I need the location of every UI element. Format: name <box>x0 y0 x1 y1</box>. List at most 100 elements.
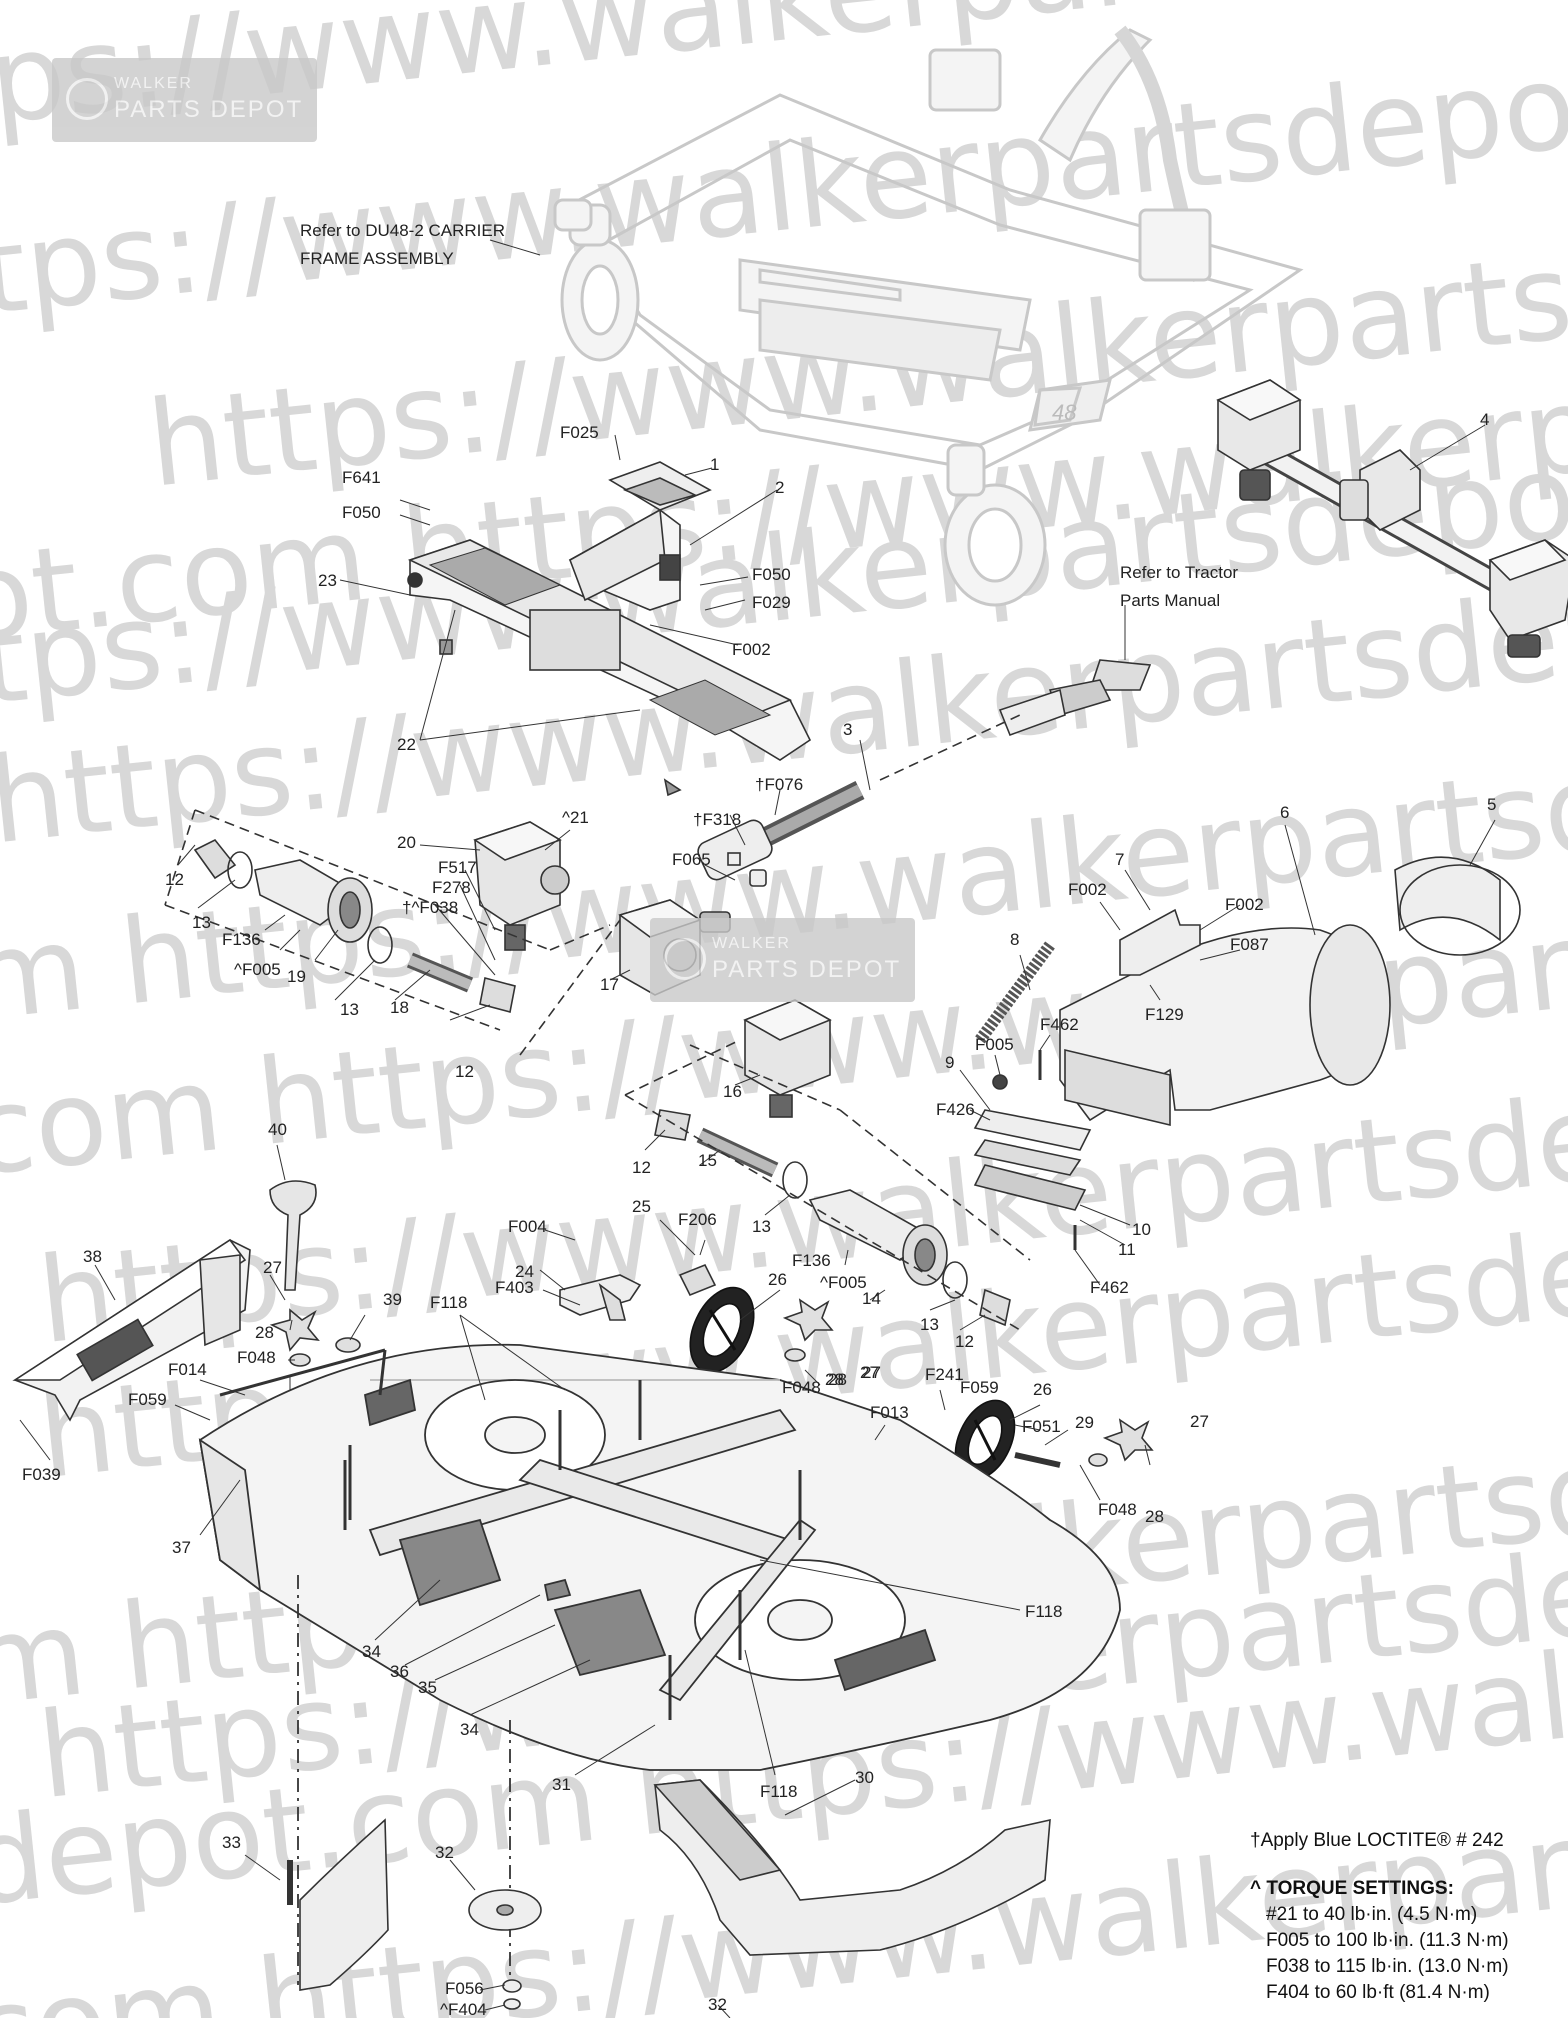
part-label: 25 <box>632 1197 651 1216</box>
walker-badge-icon <box>664 938 706 980</box>
tractor-manual-reference-line: Refer to Tractor <box>1120 563 1238 582</box>
part-label: 12 <box>165 870 184 889</box>
part-label: 34 <box>362 1642 381 1661</box>
part-label: 28 <box>1145 1507 1164 1526</box>
chute-bracket-7 <box>975 908 1201 1044</box>
logo-text-line2: PARTS DEPOT <box>114 96 304 123</box>
part-label: 9 <box>945 1053 954 1072</box>
part-label: 6 <box>1280 803 1289 822</box>
part-label: 8 <box>1010 930 1019 949</box>
part-label: ^21 <box>562 808 589 827</box>
cone-32 <box>468 1889 542 2010</box>
torque-setting-row: F404 to 60 lb·ft (81.4 N·m) <box>1266 1982 1490 2003</box>
part-label: F002 <box>1068 880 1107 899</box>
part-label: 16 <box>723 1082 742 1101</box>
logo-text-line2: PARTS DEPOT <box>712 956 902 983</box>
wheel-26-rear <box>954 1399 1016 1481</box>
gearbox-assembly-4 <box>1216 379 1568 658</box>
wheel-26-front <box>689 1286 755 1374</box>
part-label: F118 <box>430 1293 468 1312</box>
mower-deck <box>198 1343 1121 1985</box>
t-knob-40 <box>269 1180 317 1291</box>
reference-notes: Refer to DU48-2 CARRIER FRAME ASSEMBLY R… <box>300 221 1238 610</box>
part-label: F118 <box>760 1782 798 1801</box>
part-label: 29 <box>1075 1413 1094 1432</box>
part-label: F641 <box>342 468 381 487</box>
part-label: F462 <box>1040 1015 1079 1034</box>
part-label: F048 <box>1098 1500 1137 1519</box>
torque-setting-row: #21 to 40 lb·in. (4.5 N·m) <box>1266 1904 1478 1925</box>
right-spindle-tube <box>624 1039 1031 1331</box>
part-label: 40 <box>268 1120 287 1139</box>
part-label: 3 <box>843 720 852 739</box>
part-label: 36 <box>390 1662 409 1681</box>
part-label: 27 <box>862 1363 881 1382</box>
side-skirt-30 <box>653 1779 1051 1956</box>
part-label: 35 <box>418 1678 437 1697</box>
part-label: 32 <box>435 1843 454 1862</box>
gearbox-20 <box>473 821 570 951</box>
logo-text-line1: WALKER <box>712 935 791 952</box>
deflector-38 <box>12 1238 251 1422</box>
loctite-note: †Apply Blue LOCTITE® # 242 <box>1250 1830 1504 1851</box>
part-label: 28 <box>255 1323 274 1342</box>
part-label: F002 <box>1225 895 1264 914</box>
part-label: F059 <box>960 1378 999 1397</box>
logo-text-line1: WALKER <box>114 75 193 92</box>
part-label: 28 <box>828 1370 847 1389</box>
part-label: 14 <box>862 1289 881 1308</box>
belt-shield-23 <box>407 539 812 797</box>
part-label: 12 <box>955 1332 974 1351</box>
leader-lines <box>19 239 1496 2018</box>
part-label: 11 <box>1118 1240 1136 1259</box>
part-label: 27 <box>860 1363 879 1382</box>
part-label: F048 <box>782 1378 821 1397</box>
carrier-frame: 48 <box>553 25 1304 607</box>
part-label: †^F038 <box>402 898 458 917</box>
part-label: 10 <box>1132 1220 1151 1239</box>
part-label: 4 <box>1480 410 1489 429</box>
part-label: †F318 <box>693 810 741 829</box>
part-label: F065 <box>672 850 711 869</box>
part-label: 13 <box>192 913 211 932</box>
cover-plate-1 <box>568 461 712 611</box>
part-labels: F025 1 2 F641 F050 23 F050 F029 F002 22 … <box>22 410 1496 2018</box>
pto-drive-shaft <box>697 659 1152 887</box>
part-label: 23 <box>318 571 337 590</box>
part-label: 26 <box>1033 1380 1052 1399</box>
part-label: 13 <box>752 1217 771 1236</box>
notes-panel: †Apply Blue LOCTITE® # 242 ^ TORQUE SETT… <box>1250 1828 1560 2006</box>
part-label: F136 <box>792 1251 831 1270</box>
walker-logo-watermark: WALKER PARTS DEPOT <box>650 918 915 1002</box>
part-label: 39 <box>383 1290 402 1309</box>
part-label: 34 <box>460 1720 479 1739</box>
part-label: F206 <box>678 1210 717 1229</box>
part-label: 30 <box>855 1768 874 1787</box>
part-label: F462 <box>1090 1278 1129 1297</box>
deck-number-label: 48 <box>1052 400 1077 425</box>
part-label: F002 <box>732 640 771 659</box>
hinge-parts <box>973 1050 1092 1250</box>
part-label: F025 <box>560 423 599 442</box>
part-label: 20 <box>397 833 416 852</box>
part-label: 1 <box>710 455 719 474</box>
part-label: 2 <box>775 478 784 497</box>
part-label: 37 <box>172 1538 191 1557</box>
star-knobs-27 <box>269 1298 1154 1468</box>
part-label: F059 <box>128 1390 167 1409</box>
part-label: 7 <box>1115 850 1124 869</box>
part-label: F056 <box>445 1979 484 1998</box>
baffle-33 <box>287 1818 389 1991</box>
walker-badge-icon <box>66 78 108 120</box>
part-label: F517 <box>438 858 477 877</box>
part-label: 13 <box>340 1000 359 1019</box>
part-label: 27 <box>1190 1412 1209 1431</box>
torque-setting-row: F005 to 100 lb·in. (11.3 N·m) <box>1266 1930 1509 1951</box>
torque-settings-heading: ^ TORQUE SETTINGS: <box>1250 1878 1454 1899</box>
carrier-frame-reference-line: FRAME ASSEMBLY <box>300 249 454 268</box>
gearbox-16 <box>743 999 832 1118</box>
part-label: 33 <box>222 1833 241 1852</box>
part-label: 26 <box>768 1270 787 1289</box>
part-label: F048 <box>237 1348 276 1367</box>
